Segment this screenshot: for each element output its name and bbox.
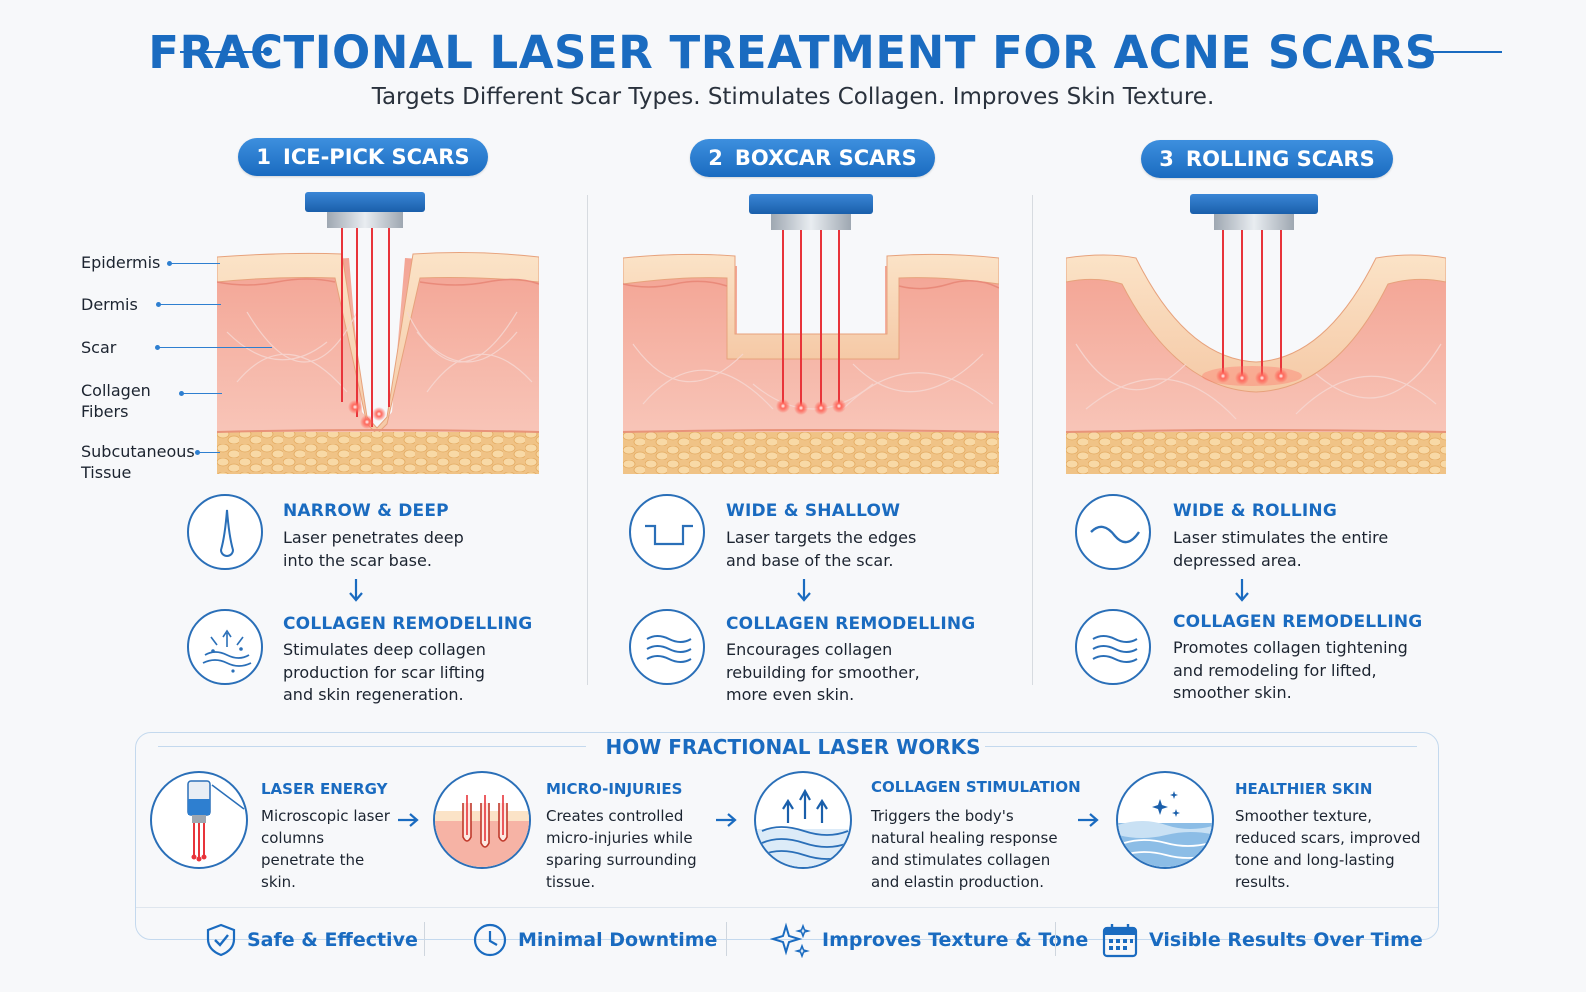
rolling-skin-diagram [1066, 194, 1446, 474]
layer-label-scar: Scar [81, 338, 117, 357]
title-dot-left [263, 47, 272, 56]
arrow-right-icon [716, 813, 737, 827]
layer-label-epidermis: Epidermis [81, 253, 161, 272]
pill-label: ROLLING SCARS [1185, 147, 1375, 171]
remodel-text-1: Stimulates deep collagen production for … [283, 640, 486, 704]
benefit-separator [424, 922, 425, 956]
micro-injuries-icon [433, 771, 531, 869]
ice-pick-skin-diagram [217, 192, 539, 474]
benefit-label: Improves Texture & Tone [822, 929, 1089, 951]
benefit-label: Minimal Downtime [518, 929, 718, 951]
step-text-3: Triggers the body's natural healing resp… [871, 807, 1058, 891]
remodel-title-1: COLLAGEN REMODELLING [283, 614, 533, 634]
pill-number: 3 [1159, 147, 1174, 171]
pill-label: BOXCAR SCARS [734, 146, 917, 170]
footer-divider [136, 907, 1438, 908]
wide-shallow-icon [629, 494, 705, 570]
benefit-downtime: Minimal Downtime [472, 922, 717, 958]
step-text-4: Smoother texture, reduced scars, improve… [1235, 807, 1421, 891]
layer-pointer [198, 452, 220, 453]
layer-dot [179, 391, 184, 396]
step-title-1: LASER ENERGY [261, 780, 388, 798]
scar-type-pill-2: 2 BOXCAR SCARS [690, 139, 935, 177]
arrow-down-icon [1235, 579, 1249, 602]
feature-text-1: Laser penetrates deep into the scar base… [283, 528, 464, 570]
arrow-right-icon [1078, 813, 1099, 827]
page-subtitle: Targets Different Scar Types. Stimulates… [371, 84, 1215, 110]
benefit-label: Safe & Effective [247, 929, 418, 951]
boxcar-skin-diagram [623, 194, 999, 474]
step-title-4: HEALTHIER SKIN [1235, 780, 1373, 798]
layer-pointer [170, 263, 220, 264]
title-rule-left [180, 51, 268, 53]
benefit-texture: Improves Texture & Tone [770, 922, 1088, 958]
column-divider-2 [1032, 195, 1033, 685]
how-it-works-panel [135, 732, 1439, 940]
title-rule-right [1416, 51, 1502, 53]
pill-label: ICE-PICK SCARS [283, 145, 470, 169]
layer-dot [155, 345, 160, 350]
layer-pointer [159, 304, 221, 305]
arrow-down-icon [349, 579, 363, 602]
arrow-right-icon [398, 813, 419, 827]
feature-text-2: Laser targets the edges and base of the … [726, 528, 917, 570]
step-title-3: COLLAGEN STIMULATION [871, 778, 1081, 796]
page-title: FRACTIONAL LASER TREATMENT FOR ACNE SCAR… [148, 26, 1438, 79]
wide-rolling-icon [1075, 494, 1151, 570]
collagen-burst-icon [187, 609, 263, 685]
healthier-skin-icon [1116, 771, 1214, 869]
how-it-works-title: HOW FRACTIONAL LASER WORKS [605, 735, 981, 759]
title-dot-right [1411, 47, 1420, 56]
scar-type-pill-3: 3 ROLLING SCARS [1141, 140, 1393, 178]
layer-pointer [182, 393, 222, 394]
shield-check-icon [206, 923, 236, 957]
calendar-icon [1102, 924, 1138, 958]
layer-label-dermis: Dermis [81, 295, 138, 314]
remodel-title-2: COLLAGEN REMODELLING [726, 614, 976, 634]
layer-label-subcutaneous: Subcutaneous Tissue [81, 442, 195, 482]
pill-number: 1 [256, 145, 272, 169]
benefit-label: Visible Results Over Time [1149, 929, 1423, 951]
sparkle-icon [770, 922, 811, 958]
laser-energy-icon [150, 771, 248, 869]
clock-icon [473, 923, 507, 957]
arrow-down-icon [797, 579, 811, 602]
panel-rule-right [985, 746, 1417, 747]
layer-label-collagen: Collagen Fibers [81, 381, 151, 421]
step-text-2: Creates controlled micro-injuries while … [546, 807, 697, 891]
remodel-text-2: Encourages collagen rebuilding for smoot… [726, 640, 920, 704]
layer-dot [167, 261, 172, 266]
scar-type-pill-1: 1 ICE-PICK SCARS [238, 138, 488, 176]
panel-rule-left [158, 746, 586, 747]
remodel-text-3: Promotes collagen tightening and remodel… [1173, 638, 1408, 702]
layer-dot [195, 450, 200, 455]
benefit-separator [726, 922, 727, 956]
feature-text-3: Laser stimulates the entire depressed ar… [1173, 528, 1389, 570]
step-title-2: MICRO-INJURIES [546, 780, 683, 798]
remodel-title-3: COLLAGEN REMODELLING [1173, 612, 1423, 632]
column-divider-1 [587, 195, 588, 685]
step-text-1: Microscopic laser columns penetrate the … [261, 807, 390, 891]
benefit-separator [1055, 922, 1056, 956]
feature-title-3: WIDE & ROLLING [1173, 501, 1337, 521]
narrow-deep-icon [187, 494, 263, 570]
feature-title-2: WIDE & SHALLOW [726, 501, 901, 521]
collagen-stimulation-icon [754, 771, 852, 869]
benefit-safe: Safe & Effective [205, 922, 418, 958]
layer-dot [156, 302, 161, 307]
feature-title-1: NARROW & DEEP [283, 501, 449, 521]
collagen-waves-icon [1075, 609, 1151, 685]
benefit-results: Visible Results Over Time [1101, 922, 1423, 958]
collagen-waves-icon [629, 609, 705, 685]
pill-number: 2 [708, 146, 723, 170]
layer-pointer [158, 347, 272, 348]
